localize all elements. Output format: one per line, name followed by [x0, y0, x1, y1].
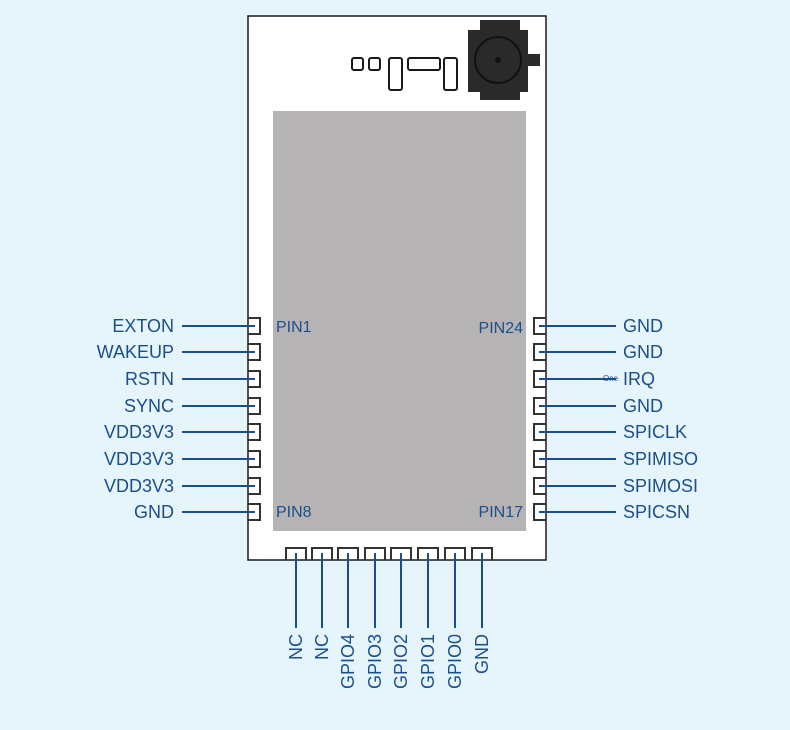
bottom-pin-label-gpio4: GPIO4 [338, 634, 358, 689]
bottom-pin-label-gpio2: GPIO2 [391, 634, 411, 689]
left-pin-label-sync: SYNC [124, 396, 174, 416]
bottom-pin-label-nc: NC [312, 634, 332, 660]
rf-shield [273, 111, 526, 531]
right-pin-4: GND [533, 396, 663, 416]
right-pin-pad [533, 317, 546, 335]
left-pin-pad [248, 370, 261, 388]
left-pin-7: VDD3V3 [104, 476, 261, 496]
bottom-pin-pad [444, 547, 466, 560]
bottom-pin-pad [417, 547, 439, 560]
antenna-connector [468, 20, 540, 100]
left-pin-label-vdd3v3: VDD3V3 [104, 449, 174, 469]
bottom-pin-pad [471, 547, 493, 560]
right-pin-pad [533, 423, 546, 441]
left-pin-label-gnd: GND [134, 502, 174, 522]
bottom-pin-2: NC [311, 547, 333, 660]
left-pin-6: VDD3V3 [104, 449, 261, 469]
left-pin-pad [248, 477, 261, 495]
right-pin-pad [533, 477, 546, 495]
left-pin-4: SYNC [124, 396, 261, 416]
smd-components [351, 57, 458, 91]
left-pin-pad [248, 450, 261, 468]
right-pin-label-irq: IRQ [623, 369, 655, 389]
bottom-pin-8: GND [471, 547, 493, 674]
bottom-pin-pad [285, 547, 307, 560]
smd-capacitor-3 [443, 57, 458, 91]
left-pin-label-rstn: RSTN [125, 369, 174, 389]
left-pin-pad [248, 503, 261, 521]
right-pin-2: GND [533, 342, 663, 362]
right-pin-group: GND GND IRQ GND SPICLK SPIMISO SPIMOSI SPICSN [533, 316, 698, 522]
left-pin-label-vdd3v3: VDD3V3 [104, 476, 174, 496]
left-pin-8: GND [134, 502, 261, 522]
right-pin-pad [533, 503, 546, 521]
left-pin-1: EXTON [112, 316, 261, 336]
right-pin-label-spiclk: SPICLK [623, 422, 687, 442]
right-pin-label-gnd: GND [623, 342, 663, 362]
smd-capacitor-1 [351, 57, 364, 71]
bottom-pin-5: GPIO2 [390, 547, 412, 689]
right-pin-pad [533, 343, 546, 361]
bottom-pin-pad [364, 547, 386, 560]
right-pin-label-spimiso: SPIMISO [623, 449, 698, 469]
bottom-pin-pad [311, 547, 333, 560]
bottom-pin-1: NC [285, 547, 307, 660]
left-pin-label-exton: EXTON [112, 316, 174, 336]
right-pin-1: GND [533, 316, 663, 336]
right-pin-3: IRQ [533, 369, 655, 389]
left-pin-label-vdd3v3: VDD3V3 [104, 422, 174, 442]
right-pin-pad [533, 397, 546, 415]
left-pin-3: RSTN [125, 369, 261, 389]
bottom-pin-label-gpio3: GPIO3 [365, 634, 385, 689]
right-pin-label-spimosi: SPIMOSI [623, 476, 698, 496]
pin-number-pin17: PIN17 [479, 504, 524, 521]
bottom-pin-pad [390, 547, 412, 560]
smd-capacitor-2 [368, 57, 381, 71]
bottom-pin-label-gnd: GND [472, 634, 492, 674]
bottom-pin-3: GPIO4 [337, 547, 359, 689]
right-pin-6: SPIMISO [533, 449, 698, 469]
right-pin-pad [533, 370, 546, 388]
left-pin-pad [248, 397, 261, 415]
left-pin-pad [248, 317, 261, 335]
left-pin-5: VDD3V3 [104, 422, 261, 442]
right-pin-label-gnd: GND [623, 396, 663, 416]
bottom-pin-7: GPIO0 [444, 547, 466, 689]
bottom-pin-label-gpio1: GPIO1 [418, 634, 438, 689]
antenna-tab-top [480, 20, 520, 32]
pin-number-pin8: PIN8 [276, 504, 312, 521]
right-pin-label-gnd: GND [623, 316, 663, 336]
bottom-pin-6: GPIO1 [417, 547, 439, 689]
bottom-pin-label-gpio0: GPIO0 [445, 634, 465, 689]
right-pin-8: SPICSN [533, 502, 690, 522]
pin-number-pin1: PIN1 [276, 319, 312, 336]
bottom-pin-pad [337, 547, 359, 560]
irq-note: One [603, 374, 619, 383]
right-pin-label-spicsn: SPICSN [623, 502, 690, 522]
right-pin-7: SPIMOSI [533, 476, 698, 496]
bottom-pin-label-nc: NC [286, 634, 306, 660]
left-pin-pad [248, 423, 261, 441]
right-pin-5: SPICLK [533, 422, 687, 442]
bottom-pin-4: GPIO3 [364, 547, 386, 689]
smd-inductor [388, 57, 403, 91]
pin-number-pin24: PIN24 [479, 320, 524, 337]
left-pin-label-wakeup: WAKEUP [97, 342, 174, 362]
antenna-center [495, 57, 501, 63]
left-pin-2: WAKEUP [97, 342, 261, 362]
smd-resistor [407, 57, 441, 71]
left-pin-pad [248, 343, 261, 361]
right-pin-pad [533, 450, 546, 468]
